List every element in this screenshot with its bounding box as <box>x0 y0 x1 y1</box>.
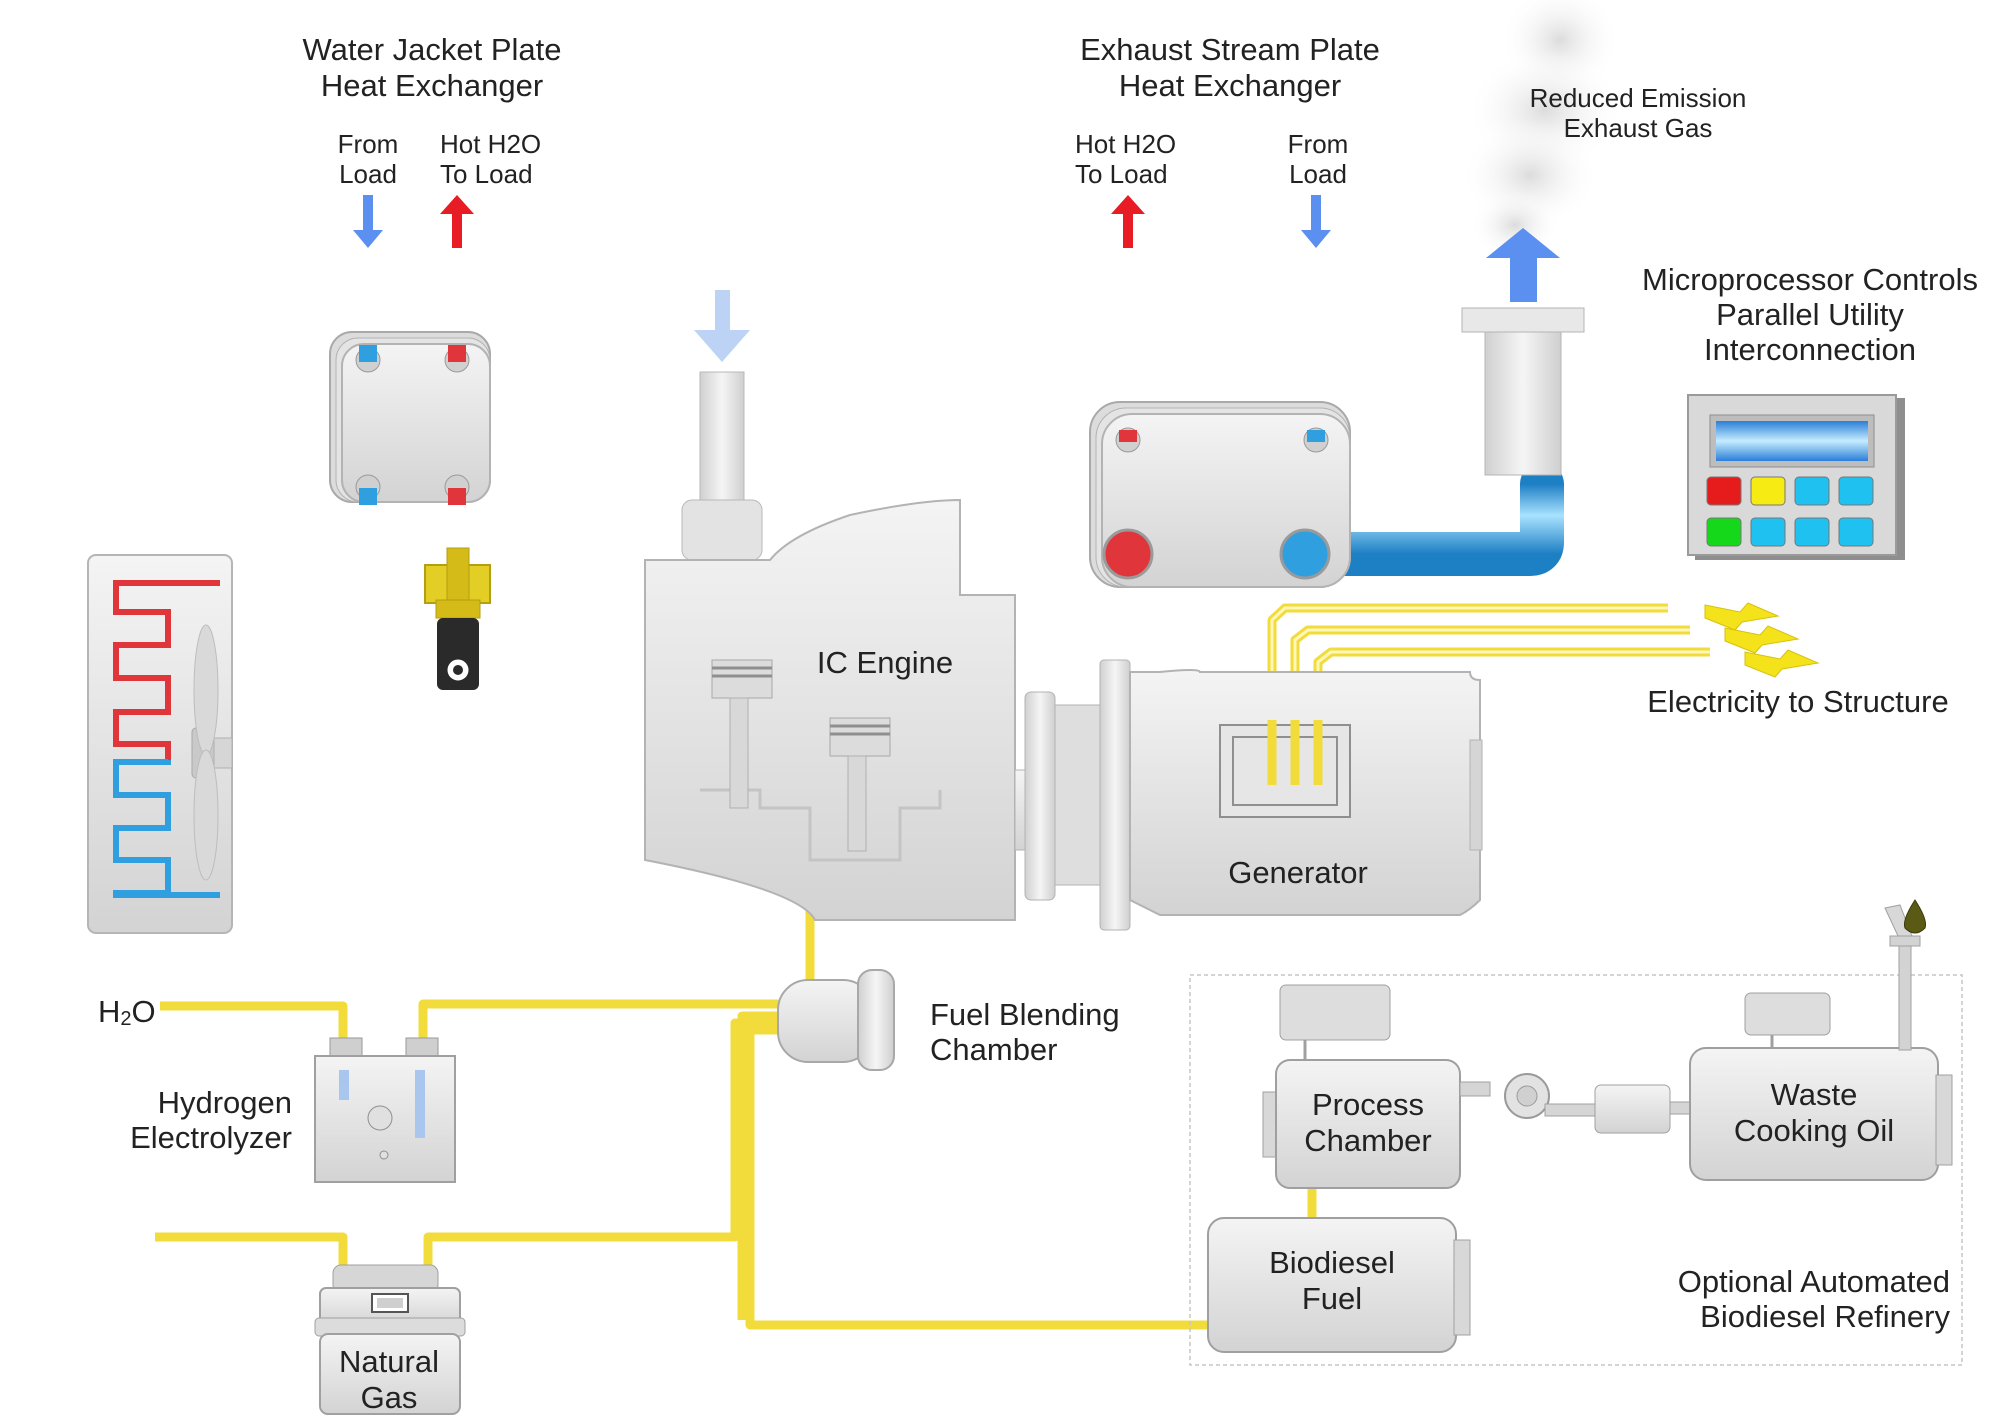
piston-icon <box>711 659 773 809</box>
fuel-blending-label: Fuel Blending <box>930 997 1120 1032</box>
emission-label: Reduced Emission <box>1530 83 1747 113</box>
wj-hot-label: Hot H2O <box>440 129 541 159</box>
h2o-label: H2O <box>98 994 156 1030</box>
natural-gas-meter <box>314 1264 466 1415</box>
fan-blade-icon <box>193 749 219 881</box>
radiator-hot-coil <box>113 580 220 760</box>
piston-icon <box>829 717 891 852</box>
ic-engine <box>644 371 1016 921</box>
yellow-button-icon <box>1750 476 1786 506</box>
cyan-button-icon <box>1794 476 1830 506</box>
cyan-button-icon <box>1838 517 1874 547</box>
water-jacket-title: Heat Exchanger <box>321 68 543 103</box>
electricity-label: Electricity to Structure <box>1647 684 1948 719</box>
arrow-down-icon <box>353 195 383 248</box>
cyan-button-icon <box>1794 517 1830 547</box>
ic-engine-label: IC Engine <box>817 645 953 680</box>
arrow-up-icon <box>1111 195 1145 248</box>
exhaust-hx-title: Exhaust Stream Plate <box>1080 32 1380 67</box>
exhaust-arrow-icon <box>1486 228 1560 302</box>
wj-hot-label: To Load <box>440 159 533 189</box>
wj-from-load-label: From <box>338 129 399 159</box>
microprocessor-label: Parallel Utility <box>1716 297 1904 332</box>
biodiesel-label: Biodiesel <box>1269 1245 1395 1280</box>
emission-label: Exhaust Gas <box>1564 113 1713 143</box>
ex-hot-label: Hot H2O <box>1075 129 1176 159</box>
control-panel <box>1687 394 1905 560</box>
exhaust-stack <box>1461 307 1585 476</box>
cyan-button-icon <box>1838 476 1874 506</box>
exhaust-heat-exchanger <box>1089 401 1351 588</box>
labels: Water Jacket Plate Heat Exchanger From L… <box>98 32 1978 1415</box>
fuel-blending-label: Chamber <box>930 1032 1058 1067</box>
green-button-icon <box>1706 517 1742 547</box>
natural-gas-label: Natural <box>339 1344 439 1379</box>
radiator <box>87 554 233 934</box>
process-chamber-label: Chamber <box>1304 1123 1432 1158</box>
fan-blade-icon <box>193 624 219 756</box>
hydrogen-electrolyzer-label: Electrolyzer <box>130 1120 292 1155</box>
microprocessor-label: Microprocessor Controls <box>1642 262 1978 297</box>
water-jacket-title: Water Jacket Plate <box>302 32 561 67</box>
waste-oil-label: Cooking Oil <box>1734 1113 1894 1148</box>
fuel-blending-chamber <box>777 969 895 1071</box>
air-intake-arrow-icon <box>694 290 750 362</box>
biodiesel-refinery <box>1189 899 1963 1366</box>
hydrogen-electrolyzer <box>314 1037 456 1183</box>
biodiesel-label: Fuel <box>1302 1281 1362 1316</box>
electricity-bolts <box>1704 602 1820 678</box>
ex-from-load-label: Load <box>1289 159 1347 189</box>
microprocessor-label: Interconnection <box>1704 332 1916 367</box>
generator-label: Generator <box>1228 855 1368 890</box>
water-jacket-heat-exchanger <box>329 331 491 505</box>
hydrogen-electrolyzer-label: Hydrogen <box>158 1085 292 1120</box>
flow-arrows <box>353 195 1560 362</box>
exhaust-smoke <box>1460 0 1625 260</box>
refinery-label: Biodiesel Refinery <box>1700 1299 1950 1334</box>
arrow-up-icon <box>440 195 474 248</box>
oil-drop-icon <box>1904 899 1926 934</box>
arrow-down-icon <box>1301 195 1331 248</box>
red-button-icon <box>1706 476 1742 506</box>
waste-oil-label: Waste <box>1771 1077 1858 1112</box>
natural-gas-label: Gas <box>361 1380 418 1415</box>
radiator-cold-coil <box>113 759 220 898</box>
cyan-button-icon <box>1750 517 1786 547</box>
exhaust-hx-title: Heat Exchanger <box>1119 68 1341 103</box>
process-chamber-label: Process <box>1312 1087 1424 1122</box>
ex-from-load-label: From <box>1288 129 1349 159</box>
ex-hot-label: To Load <box>1075 159 1168 189</box>
generator <box>1014 659 1483 931</box>
valve <box>424 547 491 690</box>
wj-from-load-label: Load <box>339 159 397 189</box>
refinery-label: Optional Automated <box>1678 1264 1950 1299</box>
fuel-lines <box>155 890 1317 1330</box>
